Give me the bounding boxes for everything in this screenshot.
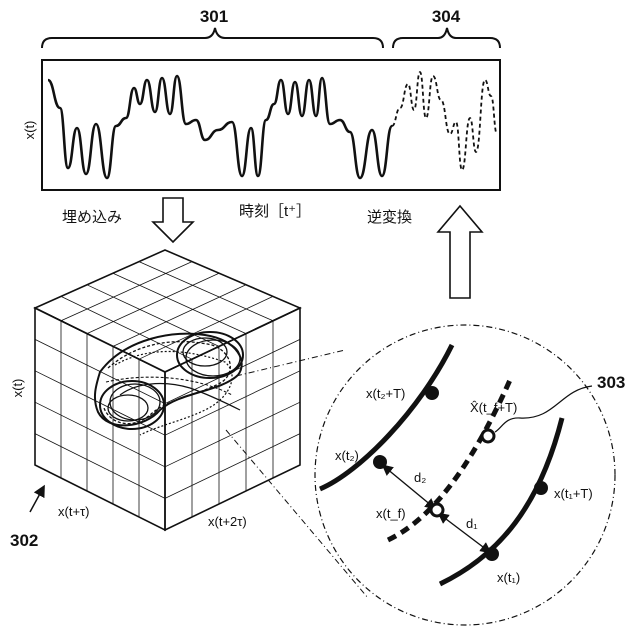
predicted-signal-curve — [392, 72, 497, 170]
distance-d1-label: d₁ — [466, 516, 478, 531]
inverse-transform-label: 逆変換 — [367, 209, 412, 226]
brace-304 — [393, 28, 500, 48]
point-t1-marker — [485, 547, 499, 561]
ref-label-301: 301 — [200, 7, 228, 26]
ref-label-302: 302 — [10, 531, 38, 550]
distance-d2-label: d₂ — [414, 470, 426, 485]
point-t2-T-marker — [425, 386, 439, 400]
phase-space-cube — [35, 250, 300, 530]
magnified-view: x(t₂) x(t₂+T) x(t_f) X̂(t_f+T) x(t₁) x(t… — [315, 325, 615, 625]
cube-axis-vertical-label: x(t) — [10, 379, 25, 398]
point-t1-T-marker — [534, 481, 548, 495]
point-tf-T-hat-label: X̂(t_f+T) — [470, 400, 517, 415]
trajectory-strand-lower — [440, 418, 562, 584]
magnified-circle — [315, 325, 615, 625]
distance-d1-arrow — [442, 516, 487, 550]
cube-axis-right-label: x(t+2τ) — [208, 514, 247, 529]
brace-301 — [42, 28, 383, 48]
point-tf-marker — [431, 504, 443, 516]
point-t2-marker — [373, 455, 387, 469]
cube-axis-left-label: x(t+τ) — [58, 504, 90, 519]
time-axis-label: 時刻［t⁺］ — [239, 203, 311, 220]
signal-y-axis-label: x(t) — [22, 121, 37, 140]
ref-label-303: 303 — [597, 373, 625, 392]
time-series-panel: 301 304 x(t) 時刻［t⁺］ — [22, 7, 500, 220]
ref-label-304: 304 — [432, 7, 461, 26]
ref-302-pointer — [30, 490, 42, 512]
point-t1-label: x(t₁) — [497, 570, 520, 585]
embedding-label: 埋め込み — [62, 209, 122, 226]
point-tf-T-hat-marker — [482, 430, 494, 442]
point-t2-T-label: x(t₂+T) — [366, 386, 405, 401]
point-tf-label: x(t_f) — [376, 506, 406, 521]
attractor-trajectory — [95, 332, 243, 435]
observed-signal-curve — [48, 76, 392, 178]
trajectory-strand-upper — [320, 345, 452, 489]
inverse-transform-arrow — [438, 206, 482, 298]
point-t2-label: x(t₂) — [335, 448, 359, 463]
embedding-arrow — [153, 198, 193, 242]
point-t1-T-label: x(t₁+T) — [554, 486, 593, 501]
